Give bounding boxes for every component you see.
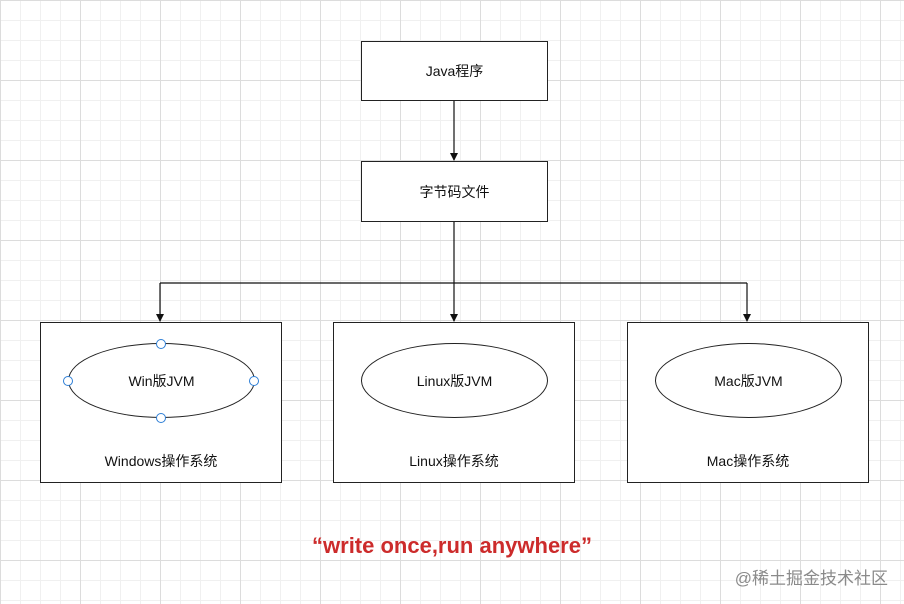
resize-handle-top[interactable] [156, 339, 166, 349]
slogan-text: “write once,run anywhere” [312, 533, 592, 558]
mac-os-label: Mac操作系统 [706, 453, 790, 469]
linux-jvm-ellipse[interactable]: Linux版JVM [361, 343, 548, 418]
bytecode-box[interactable]: 字节码文件 [361, 161, 548, 222]
resize-handle-right[interactable] [249, 376, 259, 386]
resize-handle-left[interactable] [63, 376, 73, 386]
linux-os-box[interactable]: Linux版JVM Linux操作系统 [333, 322, 575, 483]
mac-os-box[interactable]: Mac版JVM Mac操作系统 [627, 322, 869, 483]
linux-jvm-label: Linux版JVM [416, 372, 493, 389]
watermark: @稀土掘金技术社区 [734, 569, 888, 588]
windows-os-box[interactable]: Win版JVM Windows操作系统 [40, 322, 282, 483]
java-program-label: Java程序 [425, 63, 484, 79]
windows-os-label: Windows操作系统 [104, 453, 218, 469]
windows-jvm-label: Win版JVM [128, 372, 195, 389]
bytecode-label: 字节码文件 [419, 183, 490, 200]
windows-jvm-ellipse[interactable]: Win版JVM [68, 343, 255, 418]
mac-jvm-label: Mac版JVM [714, 372, 783, 389]
java-program-box[interactable]: Java程序 [361, 41, 548, 101]
linux-os-label: Linux操作系统 [409, 453, 499, 469]
mac-jvm-ellipse[interactable]: Mac版JVM [655, 343, 842, 418]
resize-handle-bottom[interactable] [156, 413, 166, 423]
